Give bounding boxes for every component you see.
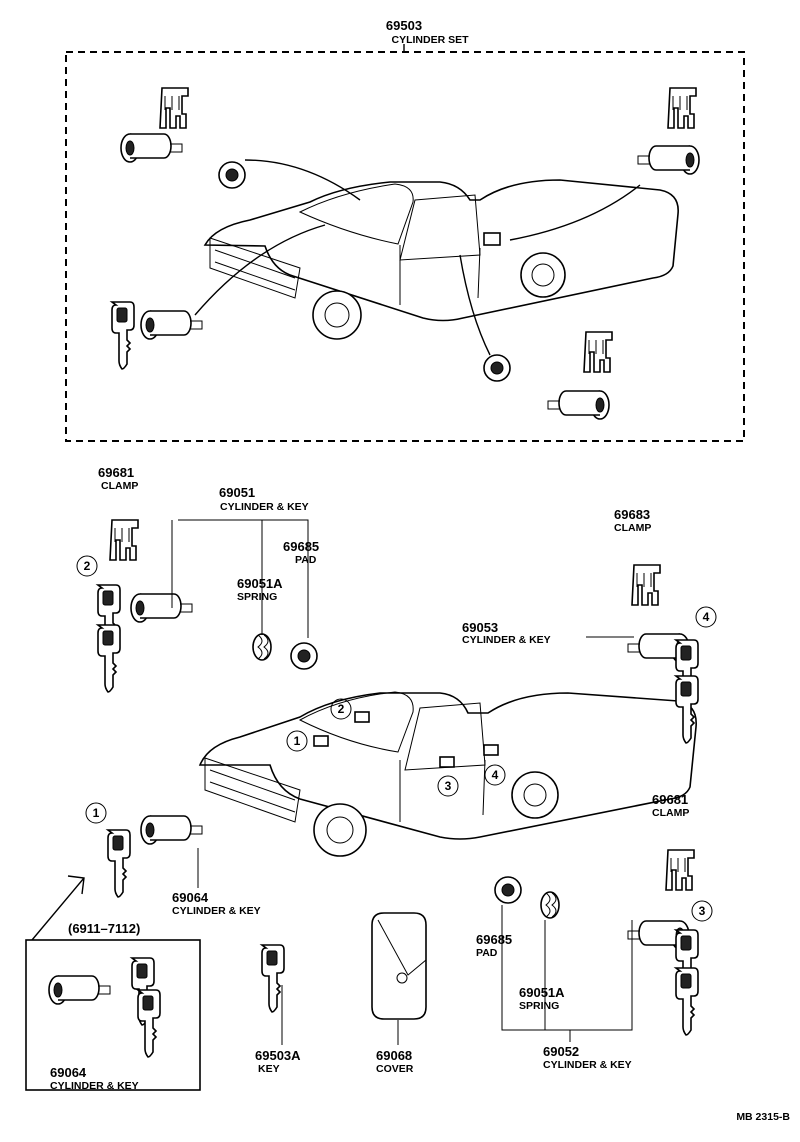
key-icon [675,967,699,1036]
svg-text:4: 4 [492,768,499,782]
key-icon [97,624,121,693]
cylinder-icon [547,390,610,420]
part-number-69685-lower: 69685 [476,932,512,947]
part-label-key: KEY [258,1063,280,1075]
part-number-69683: 69683 [614,507,650,522]
key-icon [111,301,135,370]
pad-icon [218,161,246,189]
diagram-code: MB 2315-B [736,1111,790,1123]
svg-text:3: 3 [445,779,452,793]
truck-illustration-top [203,179,679,340]
part-number-69681-upper: 69681 [98,465,134,480]
cylinder-icon [140,310,203,340]
cylinder-icon [140,815,203,845]
part-label-clamp-lower: CLAMP [652,807,689,819]
part-number-69051a-upper: 69051A [237,576,283,591]
part-label-spring-lower: SPRING [519,1000,559,1012]
clamp-icon [665,849,695,891]
part-label-clamp-upper: CLAMP [101,480,138,492]
part-number-69064-lower: 69064 [50,1065,87,1080]
part-number-69052: 69052 [543,1044,579,1059]
part-label-cylinder-key-69052: CYLINDER & KEY [543,1059,632,1071]
part-label-spring-upper: SPRING [237,591,277,603]
svg-text:2: 2 [338,702,345,716]
svg-text:1: 1 [93,806,100,820]
callout-circle-4-truck: 4 [484,764,506,786]
svg-text:2: 2 [84,559,91,573]
key-icon [107,829,131,898]
callout-circle-4-upper: 4 [695,606,717,628]
part-number-69051: 69051 [219,485,255,500]
part-number-69053: 69053 [462,620,498,635]
part-number-69064-upper: 69064 [172,890,209,905]
cover-icon [371,912,427,1020]
cylinder-icon [120,133,183,163]
cylinder-icon [130,593,193,623]
callout-circle-2-upper: 2 [76,555,98,577]
truck-illustration-middle [198,691,697,857]
cylinder-icon [637,145,700,175]
clamp-icon [109,519,139,561]
callout-circle-3-lower: 3 [691,900,713,922]
pad-icon [290,642,318,670]
part-number-69051a-lower: 69051A [519,985,565,1000]
part-label-pad-upper: PAD [295,554,317,566]
cylinder-set-boundary [65,51,745,442]
part-label-pad-lower: PAD [476,947,498,959]
clamp-icon [667,87,697,129]
spring-icon [252,633,272,661]
part-number-69681-lower: 69681 [652,792,688,807]
part-label-clamp-69683: CLAMP [614,522,651,534]
spring-icon [540,891,560,919]
part-label-cylinder-key-69053: CYLINDER & KEY [462,634,551,646]
part-label-cylinder-key-69051: CYLINDER & KEY [220,501,309,513]
callout-circle-1-truck: 1 [286,730,308,752]
callout-circle-1-lower: 1 [85,802,107,824]
part-label-cylinder-key-69064-upper: CYLINDER & KEY [172,905,261,917]
clamp-icon [631,564,661,606]
svg-text:1: 1 [294,734,301,748]
svg-text:4: 4 [703,610,710,624]
pad-icon [494,876,522,904]
part-label-cylinder-key-69064-lower: CYLINDER & KEY [50,1080,139,1092]
serial-range-label: (6911–7112) [68,921,140,936]
callout-circle-2-truck: 2 [330,698,352,720]
cylinder-set-label: CYLINDER SET [391,34,469,46]
pad-icon [483,354,511,382]
callout-circle-3-truck: 3 [437,775,459,797]
clamp-icon [583,331,613,373]
part-number-69685-upper: 69685 [283,539,319,554]
serial-inset-box [25,939,201,1091]
cylinder-set-number: 69503 [386,18,422,33]
key-icon [261,944,285,1013]
part-number-69503a: 69503A [255,1048,301,1063]
clamp-icon [159,87,189,129]
part-number-69068: 69068 [376,1048,412,1063]
svg-text:3: 3 [699,904,706,918]
part-label-cover: COVER [376,1063,414,1075]
cylinder-icon [48,975,111,1005]
